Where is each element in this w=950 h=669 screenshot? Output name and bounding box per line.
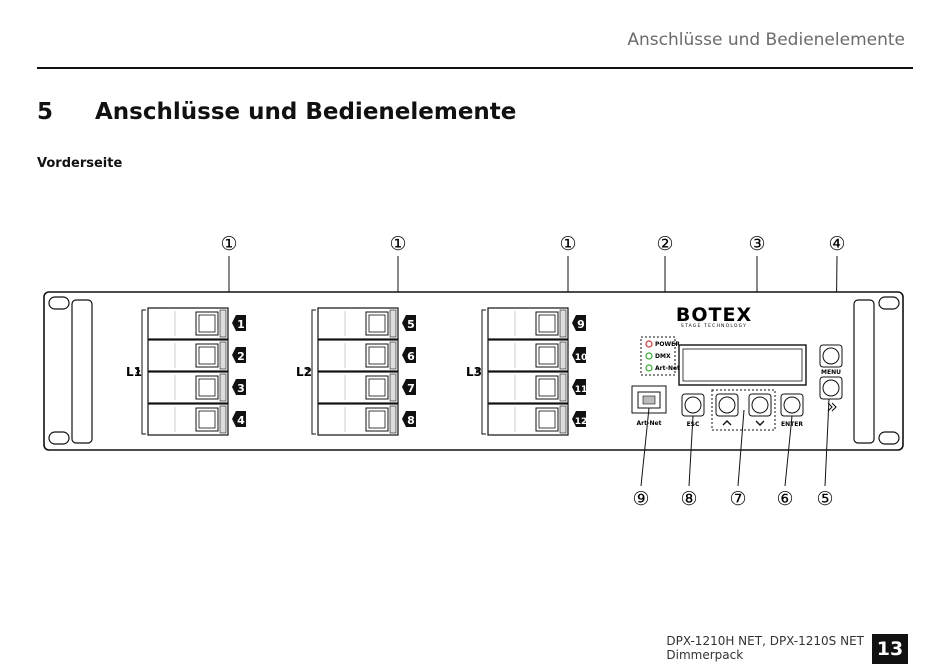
svg-text:5: 5	[407, 318, 415, 331]
footer-product-line: Dimmerpack	[666, 648, 744, 662]
channel-tag: 4	[232, 411, 246, 427]
footer-model-line: DPX-1210H NET, DPX-1210S NET	[666, 634, 864, 648]
channel-tag: 2	[232, 347, 246, 363]
svg-text:2: 2	[237, 350, 245, 363]
breaker-switch[interactable]	[147, 371, 229, 404]
brand-logo: BOTEX	[676, 304, 752, 326]
menu-label: MENU	[821, 369, 841, 376]
svg-text:12: 12	[575, 417, 588, 427]
svg-text:11: 11	[575, 385, 588, 395]
esc-label: ESC	[687, 421, 700, 428]
up-button[interactable]	[715, 393, 739, 417]
status-leds: POWER DMX Art-Net	[645, 340, 680, 372]
led-label: Art-Net	[655, 365, 680, 372]
page-number: 13	[872, 634, 908, 664]
running-header: Anschlüsse und Bedienelemente	[627, 30, 905, 50]
artnet-port-label: Art-Net	[637, 420, 662, 427]
breaker-switch[interactable]	[147, 307, 229, 340]
left-rack-handle	[48, 296, 93, 445]
chapter-title: Anschlüsse und Bedienelemente	[95, 99, 517, 125]
chapter-number: 5	[37, 99, 54, 125]
svg-text:8: 8	[407, 414, 415, 427]
breaker-switch[interactable]	[317, 371, 399, 404]
callout-marker: ⑧	[680, 488, 697, 510]
callout-marker: ⑦	[729, 488, 746, 510]
channel-tag: 12	[572, 411, 587, 427]
down-button[interactable]	[748, 393, 772, 417]
breaker-switch[interactable]	[317, 307, 399, 340]
brand-tagline: STAGE TECHNOLOGY	[681, 323, 747, 329]
channel-tag: 9	[572, 315, 586, 331]
svg-text:3: 3	[237, 382, 245, 395]
header-rule	[37, 67, 913, 69]
callouts-bottom: ⑨ ⑧ ⑦ ⑥ ⑤	[632, 398, 834, 510]
led-indicator	[645, 340, 653, 348]
phase-label: L1	[126, 365, 142, 379]
svg-text:6: 6	[407, 350, 415, 363]
svg-text:1: 1	[237, 318, 245, 331]
menu-button[interactable]	[819, 344, 843, 368]
arrow-button-group	[711, 389, 776, 431]
breaker-group-3: L3 9 10 11 12	[466, 307, 587, 436]
enter-label: ENTER	[781, 421, 803, 428]
chevron-down-icon	[755, 420, 765, 426]
breaker-switch[interactable]	[487, 371, 569, 404]
led-label: POWER	[655, 341, 680, 348]
channel-tag: 3	[232, 379, 246, 395]
callout-marker: ④	[828, 233, 845, 255]
led-indicator	[645, 364, 653, 372]
callout-marker: ⑥	[776, 488, 793, 510]
chevron-up-icon	[722, 420, 732, 426]
lcd-display	[678, 344, 807, 386]
callout-marker: ②	[656, 233, 673, 255]
svg-text:9: 9	[577, 318, 585, 331]
breaker-switch[interactable]	[487, 339, 569, 372]
footer-text: DPX-1210H NET, DPX-1210S NET Dimmerpack	[666, 634, 864, 662]
channel-tag: 7	[402, 379, 416, 395]
breaker-switch[interactable]	[317, 339, 399, 372]
svg-text:10: 10	[575, 353, 588, 363]
channel-tag: 11	[572, 379, 587, 395]
svg-text:4: 4	[237, 414, 245, 427]
channel-tag: 1	[232, 315, 246, 331]
breaker-switch[interactable]	[487, 403, 569, 436]
led-indicator	[645, 352, 653, 360]
callout-marker: ①	[389, 233, 406, 255]
phase-label: L2	[296, 365, 312, 379]
phase-label: L3	[466, 365, 482, 379]
callout-marker: ③	[748, 233, 765, 255]
double-chevron-right-icon	[827, 402, 837, 412]
led-label: DMX	[655, 353, 671, 360]
breaker-switch[interactable]	[147, 403, 229, 436]
breaker-switch[interactable]	[147, 339, 229, 372]
breaker-group-2: L2 5 6 7 8	[296, 307, 416, 436]
right-rack-handle	[853, 296, 900, 445]
callout-marker: ⑤	[816, 488, 833, 510]
channel-tag: 5	[402, 315, 416, 331]
breaker-switch[interactable]	[487, 307, 569, 340]
callout-marker: ①	[220, 233, 237, 255]
breaker-switch[interactable]	[317, 403, 399, 436]
callouts-top: ① ① ① ② ③ ④	[220, 233, 845, 255]
breaker-group-1: L1 1 2 3 4	[126, 307, 246, 436]
device-chassis	[43, 291, 904, 451]
next-button[interactable]	[819, 376, 843, 400]
callout-marker: ⑨	[632, 488, 649, 510]
svg-text:7: 7	[407, 382, 415, 395]
led-panel	[640, 336, 676, 376]
channel-tag: 10	[572, 347, 587, 363]
chapter-heading: 5 Anschlüsse und Bedienelemente	[37, 99, 516, 125]
callout-marker: ①	[559, 233, 576, 255]
channel-tag: 8	[402, 411, 416, 427]
channel-tag: 6	[402, 347, 416, 363]
section-title: Vorderseite	[37, 156, 123, 171]
